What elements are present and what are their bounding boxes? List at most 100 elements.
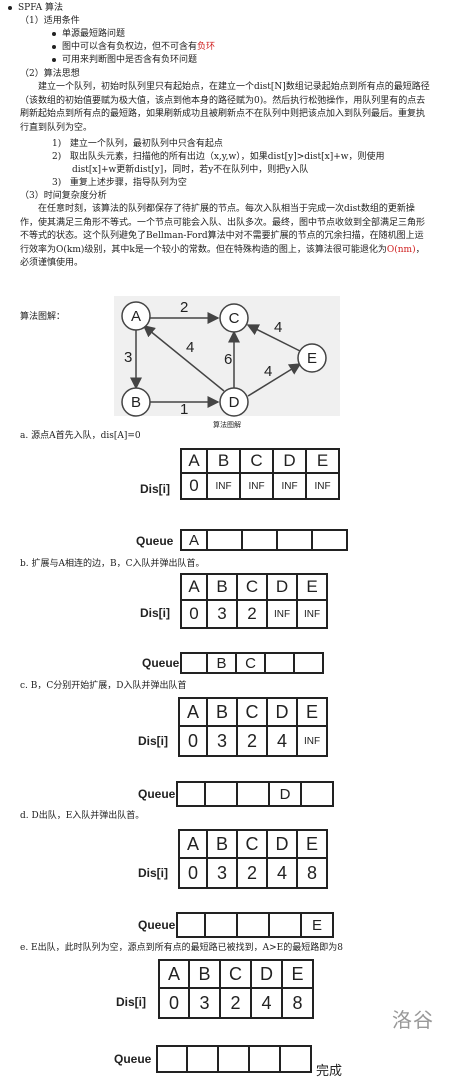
dis-label: Dis[i] [138,734,168,748]
step-a-text: a. 源点A首先入队，dis[A]=0 [20,431,141,441]
queue-label: Queue [138,918,176,932]
queue-slot: A [180,529,208,551]
dis-header: A [178,829,208,859]
dis-cell: INF [266,599,298,629]
dis-cell: INF [305,472,340,500]
queue-label: Queue [136,534,174,548]
node-D-label: D [229,394,240,411]
s2-step-2: 2) 取出队头元素，扫描他的所有出边（x,y,w），如果dist[y]>dist… [52,152,385,162]
queue-slot: C [235,652,266,674]
queue-slot: D [268,781,302,807]
dis-label: Dis[i] [116,995,146,1009]
node-A-label: A [131,308,141,325]
step-d-text: d. D出队，E入队并弹出队首。 [20,811,145,821]
dis-label: Dis[i] [140,482,170,496]
queue-slot [186,1045,219,1073]
queue-slot [206,529,243,551]
dis-cell: 4 [266,857,298,889]
dis-header: E [296,829,328,859]
queue-slot [156,1045,188,1073]
dis-cell: INF [206,472,241,500]
queue-slot [264,652,295,674]
dis-header: B [206,697,238,727]
weight-D-A: 4 [186,339,194,356]
bullet-icon [52,44,56,49]
dis-header: A [180,448,208,474]
dis-cell: 0 [180,472,208,500]
dis-header: A [178,697,208,727]
s3-red: O(nm) [386,244,416,255]
dis-cell: 3 [206,599,238,629]
diagram-intro: 算法图解： [20,312,66,322]
bullet-icon [52,57,56,62]
queue-slot [180,652,208,674]
dis-header: C [236,697,268,727]
dis-header: E [281,959,314,989]
dis-cell: INF [239,472,274,500]
dis-header: E [296,697,328,727]
queue-label: Queue [114,1052,152,1066]
dis-cell: 0 [158,987,190,1019]
dis-header: A [158,959,190,989]
weight-D-C: 6 [224,351,232,368]
queue-slot [241,529,278,551]
node-B [121,387,151,417]
dis-label: Dis[i] [140,606,170,620]
queue-slot [176,781,206,807]
node-C [219,303,249,333]
step-b-text: b. 扩展与A相连的边，B，C入队并弹出队首。 [20,559,205,569]
node-B-label: B [131,394,141,411]
dis-cell: 4 [266,725,298,757]
dis-cell: INF [272,472,307,500]
weight-B-D: 1 [180,401,188,418]
dis-cell: INF [296,725,328,757]
queue-slot [236,912,270,938]
graph-diagram: 2 3 4 1 6 4 4 A B C D E 算法图解 [114,296,340,429]
section-1-heading: （1）适用条件 [20,16,80,26]
edge-E-C [246,324,301,352]
weight-A-C: 2 [180,299,188,316]
dis-header: C [219,959,252,989]
queue-slot: E [300,912,334,938]
dis-header: C [236,573,268,601]
dis-cell: 2 [219,987,252,1019]
dis-header: D [266,573,298,601]
queue-slot [204,781,238,807]
queue-slot [276,529,313,551]
dis-header: D [266,697,298,727]
weight-A-B: 3 [124,349,132,366]
queue-slot [217,1045,250,1073]
dis-header: C [239,448,274,474]
queue-slot [236,781,270,807]
queue-slot [293,652,324,674]
dis-cell: 3 [188,987,221,1019]
dis-header: A [180,573,208,601]
node-E [297,343,327,373]
dis-header: D [266,829,298,859]
dis-cell: 3 [206,725,238,757]
watermark-logo: 洛谷 [392,1008,434,1032]
dis-cell: 2 [236,857,268,889]
s3-paragraph: 在任意时刻，该算法的队列都保存了待扩展的节点。每次入队相当于完成一次dist数组… [20,204,426,268]
dis-label: Dis[i] [138,866,168,880]
queue-slot [279,1045,312,1073]
dis-header: B [206,829,238,859]
node-D [219,387,249,417]
dis-cell: 0 [178,725,208,757]
dis-cell: 8 [296,857,328,889]
s1-item-3: 可用来判断图中是否含有负环问题 [52,54,197,67]
dis-cell: 4 [250,987,283,1019]
s1-item-2-red: 负环 [197,42,216,52]
step-e-text: e. E出队，此时队列为空，源点到所有点的最短路已被找到，A>E的最短路即为8 [20,943,343,953]
dis-cell: 2 [236,725,268,757]
node-A [121,301,151,331]
s2-step-2-cont: dist[x]+w更新dist[y]，同时，若y不在队列中，则把y入队 [72,165,309,175]
dis-header: E [296,573,328,601]
queue-slot [176,912,206,938]
dis-header: C [236,829,268,859]
